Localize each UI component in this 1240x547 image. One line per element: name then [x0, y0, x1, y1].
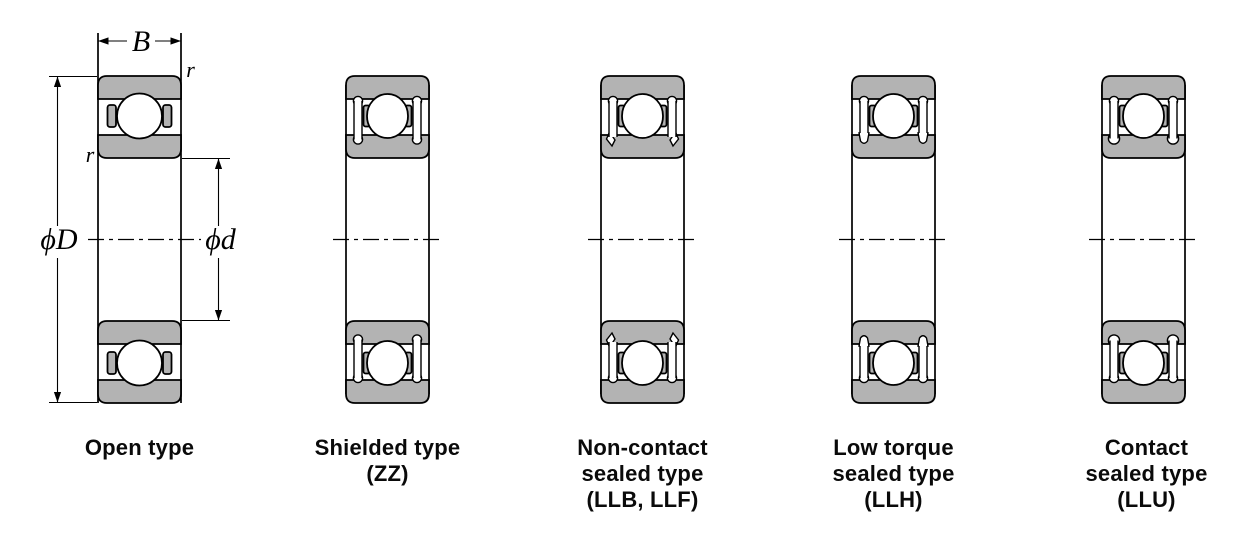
- ball-and-cage-top: [1118, 93, 1169, 139]
- bearing-non-contact-sealed-drawing: [588, 75, 697, 404]
- ball-and-cage-bottom: [106, 339, 173, 387]
- arrowhead-right: [170, 37, 181, 45]
- arrowhead-up: [214, 158, 223, 169]
- arrowhead-left: [98, 37, 109, 45]
- caption-low-torque-sealed-type: Low torque sealed type (LLH): [832, 435, 955, 512]
- shield-bottom-left: [352, 334, 364, 384]
- caption-shielded-type: Shielded type (ZZ): [314, 435, 461, 486]
- seal-bottom-right: [1166, 334, 1180, 384]
- seal-top-right: [917, 95, 929, 144]
- seal-bottom-left: [858, 335, 870, 384]
- bore-diameter-label: ϕd: [205, 223, 237, 256]
- ball-and-cage-top: [617, 93, 668, 139]
- bearing-open-type-drawing: [88, 33, 201, 404]
- caption-non-contact-sealed-type: Non-contact sealed type (LLB, LLF): [577, 435, 708, 512]
- ball-and-cage-bottom: [617, 340, 668, 386]
- arrowhead-up: [53, 76, 62, 87]
- width-dim-label: B: [132, 25, 150, 58]
- arrowhead-down: [214, 310, 223, 321]
- ball-and-cage-bottom: [1118, 340, 1169, 386]
- bearing-shielded-type-drawing: [333, 75, 442, 404]
- shield-top-right: [411, 95, 423, 145]
- ball-and-cage-bottom: [362, 340, 413, 386]
- ball-and-cage-bottom: [868, 340, 919, 386]
- seal-top-left: [858, 95, 870, 144]
- caption-open-type: Open type: [84, 435, 195, 460]
- caption-contact-sealed-type: Contact sealed type (LLU): [1085, 435, 1208, 512]
- dimension-annotations: B r r ϕD ϕd: [40, 25, 237, 404]
- bearing-low-torque-sealed-drawing: [839, 75, 948, 404]
- seal-bottom-right: [917, 335, 929, 384]
- seal-bottom-left: [1107, 334, 1121, 384]
- bearing-contact-sealed-drawing: [1089, 75, 1198, 404]
- outer-diameter-label: ϕD: [40, 223, 78, 256]
- ball-and-cage-top: [868, 93, 919, 139]
- shield-top-left: [352, 95, 364, 145]
- chamfer-label-left: r: [86, 142, 95, 167]
- shield-bottom-right: [411, 334, 423, 384]
- chamfer-label-top-right: r: [186, 57, 195, 82]
- seal-top-left: [1107, 95, 1121, 145]
- ball-and-cage-top: [362, 93, 413, 139]
- arrowhead-down: [53, 392, 62, 403]
- seal-top-right: [1166, 95, 1180, 145]
- ball-and-cage-top: [106, 92, 173, 140]
